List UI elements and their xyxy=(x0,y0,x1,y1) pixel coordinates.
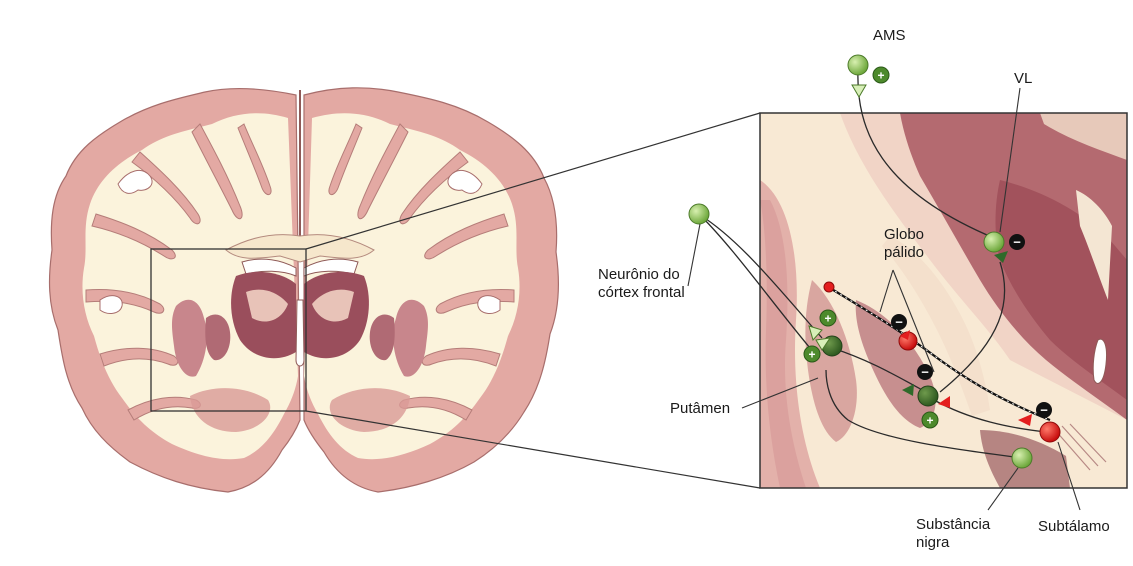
plus-badge-putamen-1: + xyxy=(820,310,836,326)
svg-text:−: − xyxy=(1013,235,1021,250)
neuron-globus-pallidus xyxy=(918,386,938,406)
label-subtalamo: Subtálamo xyxy=(1038,518,1110,536)
minus-badge-gp-1: − xyxy=(891,314,907,330)
left-lateral-cavity xyxy=(100,296,122,314)
minus-badge-gp-2: − xyxy=(917,364,933,380)
label-globo-line1: Globo xyxy=(870,226,938,244)
plus-badge-gp: + xyxy=(922,412,938,428)
label-neuronio-line2: córtex frontal xyxy=(598,284,685,302)
svg-text:−: − xyxy=(1040,403,1048,418)
svg-text:+: + xyxy=(877,69,884,83)
neuron-cortex xyxy=(689,204,709,224)
svg-text:−: − xyxy=(895,315,903,330)
svg-text:+: + xyxy=(824,312,831,326)
svg-text:−: − xyxy=(921,365,929,380)
right-lateral-cavity xyxy=(478,296,500,314)
zoomed-inset xyxy=(760,113,1127,488)
svg-text:+: + xyxy=(808,348,815,362)
svg-text:+: + xyxy=(926,414,933,428)
plus-badge-ams: + xyxy=(873,67,889,83)
neuron-small-red xyxy=(824,282,834,292)
neuron-substantia-nigra xyxy=(1012,448,1032,468)
label-globo-line2: pálido xyxy=(870,244,938,262)
third-ventricle xyxy=(296,300,304,366)
label-ams: AMS xyxy=(873,27,906,45)
label-substancia-line2: nigra xyxy=(916,534,990,552)
brain-coronal-section xyxy=(50,88,559,492)
label-substancia-line1: Substância xyxy=(916,516,990,534)
neuron-subthalamus xyxy=(1040,422,1060,442)
label-neuronio-cortex: Neurônio do córtex frontal xyxy=(598,266,685,302)
plus-badge-putamen-2: + xyxy=(804,346,820,362)
label-putamen: Putâmen xyxy=(670,400,730,418)
neuron-ams xyxy=(848,55,868,75)
label-substancia-nigra: Substância nigra xyxy=(916,516,990,552)
neuron-vl xyxy=(984,232,1004,252)
label-vl: VL xyxy=(1014,70,1032,88)
label-globo-palido: Globo pálido xyxy=(870,226,938,262)
label-neuronio-line1: Neurônio do xyxy=(598,266,685,284)
minus-badge-vl: − xyxy=(1009,234,1025,250)
minus-badge-subthalamus: − xyxy=(1036,402,1052,418)
